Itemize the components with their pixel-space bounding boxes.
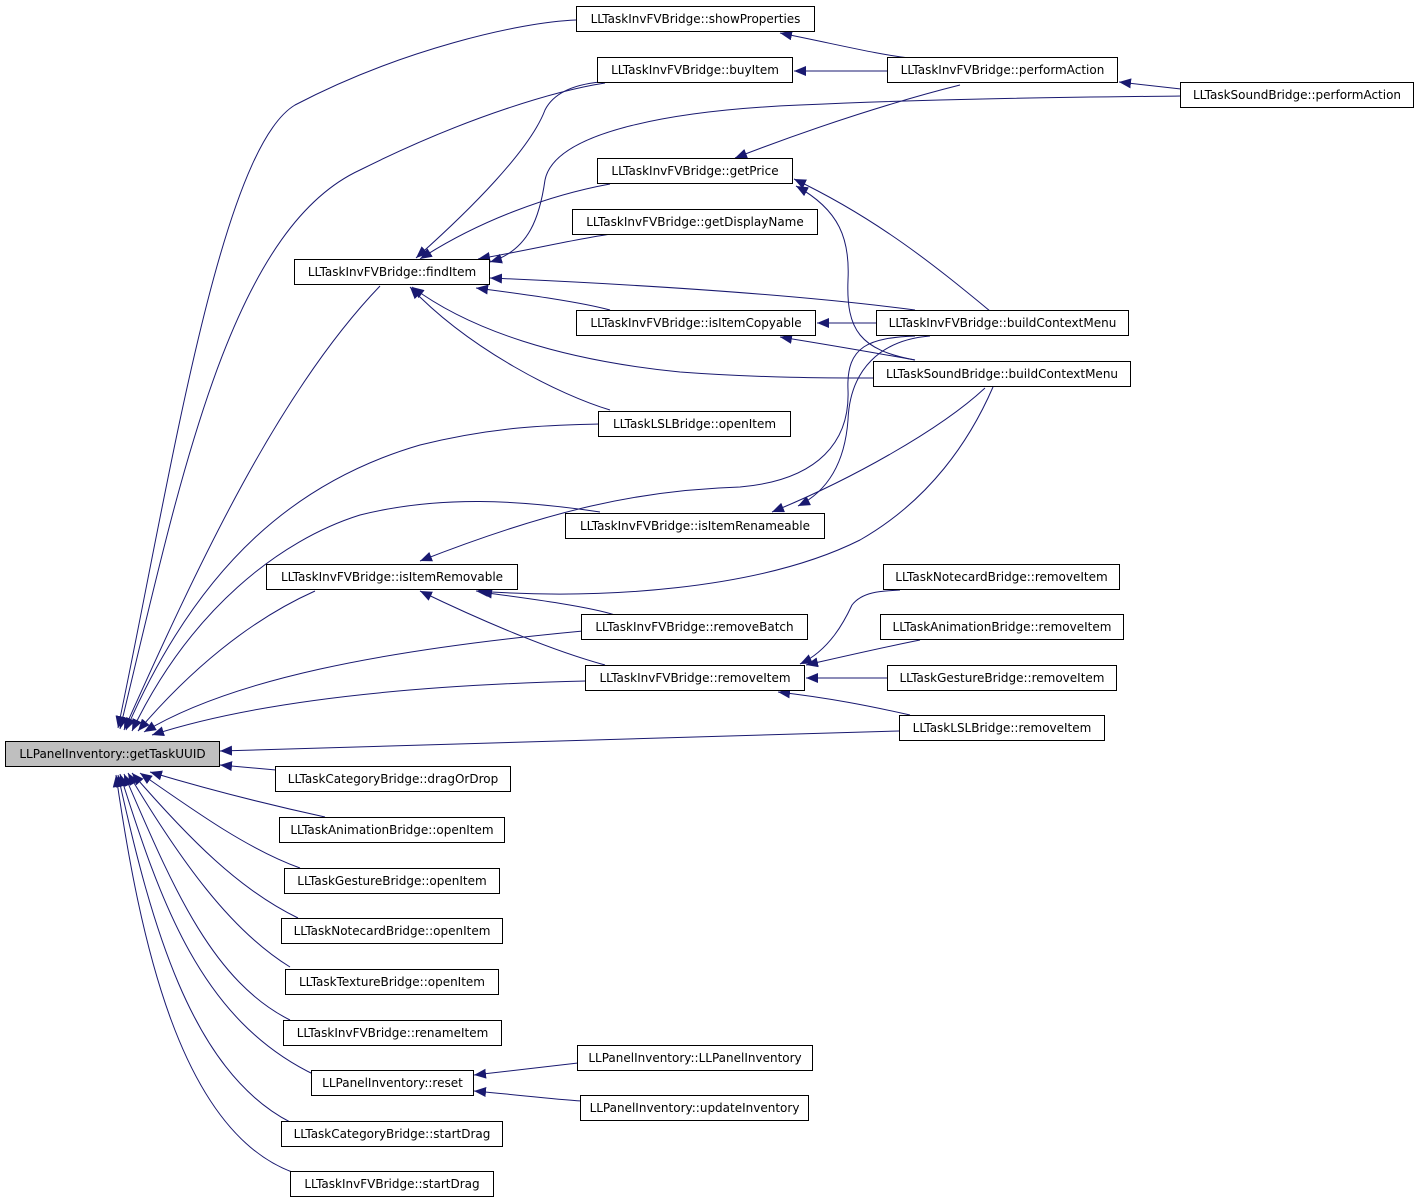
edge-buildcontext-to-renameable bbox=[797, 335, 931, 507]
node-show-properties[interactable]: LLTaskInvFVBridge::showProperties bbox=[576, 6, 815, 32]
edge-removeitem-to-removable bbox=[419, 590, 606, 666]
edge-soundperform-to-finditem bbox=[489, 95, 1182, 264]
edge-gestureopen-to-root bbox=[139, 772, 301, 869]
node-sound-perform-action[interactable]: LLTaskSoundBridge::performAction bbox=[1180, 82, 1414, 108]
edge-buildcontext-to-finditem bbox=[489, 273, 916, 311]
node-gesture-open-item[interactable]: LLTaskGestureBridge::openItem bbox=[284, 868, 500, 894]
edge-notecardremove-to-removeitem bbox=[799, 589, 901, 665]
edge-removable-to-root bbox=[137, 590, 316, 732]
node-get-display-name[interactable]: LLTaskInvFVBridge::getDisplayName bbox=[572, 209, 818, 235]
edge-removebatch-to-root bbox=[143, 630, 584, 733]
node-lsl-remove-item[interactable]: LLTaskLSLBridge::removeItem bbox=[899, 715, 1105, 741]
node-remove-batch[interactable]: LLTaskInvFVBridge::removeBatch bbox=[581, 614, 808, 640]
edge-displayname-to-finditem bbox=[477, 233, 613, 262]
edge-getprice-to-finditem bbox=[419, 183, 611, 260]
node-notecard-open-item[interactable]: LLTaskNotecardBridge::openItem bbox=[281, 918, 503, 944]
node-ctor[interactable]: LLPanelInventory::LLPanelInventory bbox=[577, 1045, 813, 1071]
node-texture-open-item[interactable]: LLTaskTextureBridge::openItem bbox=[285, 969, 499, 995]
edge-copyable-to-finditem bbox=[475, 284, 611, 311]
node-lsl-open-item[interactable]: LLTaskLSLBridge::openItem bbox=[598, 411, 791, 437]
edge-removeitem-to-root bbox=[151, 680, 587, 737]
edge-textureopen-to-root bbox=[127, 772, 291, 968]
node-update-inventory[interactable]: LLPanelInventory::updateInventory bbox=[580, 1095, 809, 1121]
edge-updateinv-to-reset bbox=[473, 1087, 583, 1102]
node-category-drag-or-drop[interactable]: LLTaskCategoryBridge::dragOrDrop bbox=[275, 766, 511, 792]
node-get-price[interactable]: LLTaskInvFVBridge::getPrice bbox=[597, 158, 793, 184]
node-animation-open-item[interactable]: LLTaskAnimationBridge::openItem bbox=[279, 817, 505, 843]
node-is-item-renameable[interactable]: LLTaskInvFVBridge::isItemRenameable bbox=[565, 513, 825, 539]
edge-showproperties-to-root bbox=[115, 19, 577, 729]
edge-notecardopen-to-root bbox=[131, 772, 299, 919]
edge-animationremove-to-removeitem bbox=[805, 639, 921, 668]
edge-lslopen-to-root bbox=[125, 423, 600, 731]
node-notecard-remove-item[interactable]: LLTaskNotecardBridge::removeItem bbox=[883, 564, 1120, 590]
edge-catstartdrag-to-root bbox=[115, 774, 291, 1123]
node-build-context-menu[interactable]: LLTaskInvFVBridge::buildContextMenu bbox=[876, 310, 1129, 336]
edge-buyitem-to-finditem bbox=[415, 81, 601, 259]
edge-buyitem-to-root bbox=[117, 82, 606, 730]
edge-startdrag-to-root bbox=[112, 774, 293, 1173]
edge-soundbuild-to-removable bbox=[475, 386, 994, 597]
node-buy-item[interactable]: LLTaskInvFVBridge::buyItem bbox=[597, 57, 793, 83]
edge-removebatch-to-removable bbox=[479, 588, 616, 616]
edge-buildcontext-to-removable bbox=[419, 335, 916, 562]
edge-soundbuild-to-getprice bbox=[795, 185, 916, 361]
edge-dragordrop-to-root bbox=[219, 761, 277, 772]
node-perform-action[interactable]: LLTaskInvFVBridge::performAction bbox=[887, 57, 1118, 83]
edge-soundbuild-to-copyable bbox=[779, 333, 916, 361]
edge-finditem-to-root bbox=[123, 285, 381, 731]
edge-lslremove-to-removeitem bbox=[777, 688, 911, 716]
node-start-drag[interactable]: LLTaskInvFVBridge::startDrag bbox=[290, 1171, 494, 1197]
node-gesture-remove-item[interactable]: LLTaskGestureBridge::removeItem bbox=[887, 665, 1117, 691]
edge-renameitem-to-root bbox=[123, 773, 291, 1021]
node-category-start-drag[interactable]: LLTaskCategoryBridge::startDrag bbox=[281, 1121, 503, 1147]
edge-reset-to-root bbox=[118, 773, 316, 1076]
edge-lslremove-to-root bbox=[219, 730, 900, 756]
node-is-item-removable[interactable]: LLTaskInvFVBridge::isItemRemovable bbox=[266, 564, 518, 590]
node-is-item-copyable[interactable]: LLTaskInvFVBridge::isItemCopyable bbox=[576, 310, 816, 336]
edge-renameable-to-root bbox=[131, 501, 601, 732]
node-get-task-uuid[interactable]: LLPanelInventory::getTaskUUID bbox=[5, 741, 220, 767]
node-remove-item[interactable]: LLTaskInvFVBridge::removeItem bbox=[585, 665, 805, 691]
edge-buildcontext-to-getprice bbox=[793, 178, 991, 312]
node-reset[interactable]: LLPanelInventory::reset bbox=[311, 1070, 474, 1096]
edge-performaction-to-getprice bbox=[734, 84, 961, 159]
edge-soundbuild-to-finditem bbox=[411, 286, 875, 379]
node-find-item[interactable]: LLTaskInvFVBridge::findItem bbox=[294, 259, 490, 285]
edge-soundbuild-to-renameable bbox=[771, 387, 986, 513]
edge-animopen-to-root bbox=[149, 770, 326, 818]
node-animation-remove-item[interactable]: LLTaskAnimationBridge::removeItem bbox=[880, 614, 1124, 640]
edge-lslopen-to-finditem bbox=[409, 286, 611, 411]
node-rename-item[interactable]: LLTaskInvFVBridge::renameItem bbox=[283, 1020, 502, 1046]
edge-soundperform-to-performaction bbox=[1118, 78, 1182, 90]
edge-ctor-to-reset bbox=[473, 1062, 579, 1079]
node-sound-build-context-menu[interactable]: LLTaskSoundBridge::buildContextMenu bbox=[873, 361, 1131, 387]
edge-performaction-to-showproperties bbox=[779, 30, 911, 59]
